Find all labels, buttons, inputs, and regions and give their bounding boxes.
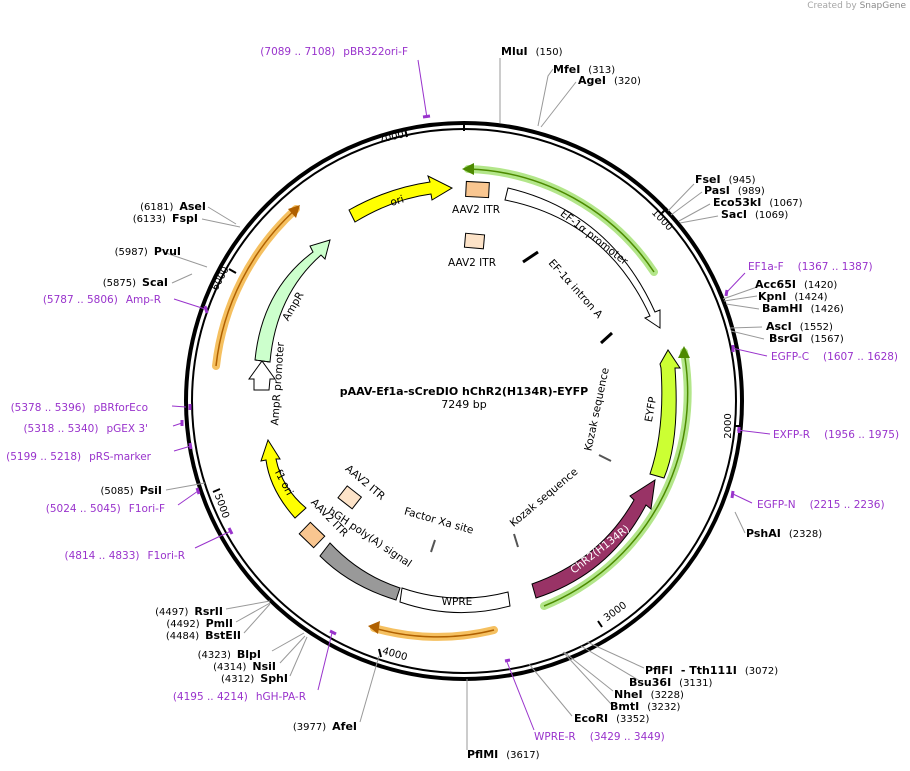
tick-label-7000: 7000 <box>378 130 405 146</box>
credit-prefix: Created by <box>807 1 857 11</box>
site-afei: (3977)AfeI <box>293 720 357 733</box>
primer-ef1a-f: EF1a-F(1367 .. 1387) <box>748 261 873 273</box>
hgh-polya-feature <box>319 542 401 601</box>
primer-egfp-n: EGFP-N(2215 .. 2236) <box>757 499 885 511</box>
kozak-1-label: Kozak sequence <box>582 367 611 452</box>
factor-xa-mark <box>430 539 436 553</box>
ori-label: ori <box>389 193 406 208</box>
tick-label-1000: 1000 <box>649 207 675 233</box>
chr2-feature <box>531 478 656 599</box>
primer-leaders <box>171 59 771 731</box>
position-ticks <box>212 122 742 658</box>
orf-arc-top-head <box>462 163 474 175</box>
tick-label-2000: 2000 <box>723 413 734 438</box>
ampr-promoter-feature <box>248 360 276 391</box>
kozak-2-mark <box>513 533 519 548</box>
orf-arc-ampr-line <box>215 208 297 367</box>
site-rsrii: (4497)RsrII <box>155 605 223 618</box>
site-bsu36i: Bsu36I(3131) <box>629 676 713 689</box>
ampr-feature <box>254 239 331 363</box>
site-ecori: EcoRI(3352) <box>574 712 650 725</box>
site-agei: AgeI(320) <box>578 74 641 87</box>
wpre-label: WPRE <box>442 596 473 608</box>
itr-bottom-2 <box>298 521 326 549</box>
itr-top-2 <box>463 232 486 250</box>
site-bsteii: (4484)BstEII <box>166 629 241 642</box>
site-sphi: (4312)SphI <box>221 672 288 685</box>
primer-pbrforeco: (5378 .. 5396)pBRforEco <box>11 402 148 414</box>
site-pflmi: PflMI(3617) <box>467 748 540 761</box>
factor-xa-label: Factor Xa site <box>403 506 475 537</box>
wpre-feature <box>399 587 511 614</box>
site-pasi: PasI(989) <box>704 184 765 197</box>
site-bamhi: BamHI(1426) <box>762 302 844 315</box>
site-leaders <box>162 58 765 750</box>
site-blpi: (4323)BlpI <box>198 648 261 661</box>
primer-egfp-c: EGFP-C(1607 .. 1628) <box>771 351 898 363</box>
ef1a-promoter-label: EF-1α promoter <box>558 208 631 268</box>
site-fsei: FseI(945) <box>695 173 756 186</box>
site-pshai: PshAI(2328) <box>746 527 822 540</box>
primer-marks <box>180 114 741 663</box>
orf-arc-bottom-line <box>373 627 495 638</box>
site-pvui: (5987)PvuI <box>115 245 181 258</box>
ef1a-intron-end <box>599 331 614 345</box>
ef1a-intron-bar <box>527 254 610 340</box>
primer-pgex-3: (5318 .. 5340)pGEX 3' <box>23 423 148 435</box>
site-psii: (5085)PsiI <box>100 484 162 497</box>
site-acc65i: Acc65I(1420) <box>755 278 837 291</box>
site-eco53ki: Eco53kI(1067) <box>713 196 803 209</box>
site-nsii: (4314)NsiI <box>213 660 276 673</box>
eyfp-feature <box>649 349 681 479</box>
primer-f1ori-r: (4814 .. 4833)F1ori-R <box>65 550 185 562</box>
site-bmti: BmtI(3232) <box>610 700 681 713</box>
snapgene-credit: Created by SnapGene <box>807 1 906 11</box>
kozak-2-label: Kozak sequence <box>508 466 581 530</box>
site-nhei: NheI(3228) <box>614 688 684 701</box>
orf-arc-right-line <box>543 351 689 607</box>
primer-exfp-r: EXFP-R(1956 .. 1975) <box>773 429 899 441</box>
itr-top-1-label: AAV2 ITR <box>452 204 500 216</box>
orf-arc-right-head <box>678 346 690 358</box>
site-scai: (5875)ScaI <box>103 276 168 289</box>
plasmid-length: 7249 bp <box>441 398 486 411</box>
primer-pbr322ori-f: (7089 .. 7108)pBR322ori-F <box>260 46 408 58</box>
orf-arc-top-line <box>467 168 655 273</box>
ori-feature <box>348 175 454 223</box>
snapgene-brand: SnapGene <box>859 1 906 11</box>
site-kpni: KpnI(1424) <box>758 290 828 303</box>
primer-f1ori-f: (5024 .. 5045)F1ori-F <box>46 503 165 515</box>
site-fspi: (6133)FspI <box>133 212 198 225</box>
ampr-promoter-label: AmpR promoter <box>269 341 287 426</box>
site-mlui: MluI(150) <box>501 45 563 58</box>
tick-label-5000: 5000 <box>212 492 231 520</box>
ampr-promoter-overlap <box>254 359 271 363</box>
site-saci: SacI(1069) <box>721 208 788 221</box>
ef1a-promoter-feature <box>504 187 661 329</box>
primer-hgh-pa-r: (4195 .. 4214)hGH-PA-R <box>173 691 306 703</box>
itr-top-1 <box>465 180 490 199</box>
orf-arc-bottom-head <box>368 621 380 634</box>
orf-arc-ampr-head <box>288 205 300 218</box>
eyfp-label: EYFP <box>643 396 659 423</box>
site-asei: (6181)AseI <box>140 200 206 213</box>
primer-amp-r: (5787 .. 5806)Amp-R <box>43 294 161 306</box>
itr-bottom-1 <box>337 485 363 510</box>
site-pflfi: PflFI- Tth111I(3072) <box>645 664 778 677</box>
kozak-1-mark <box>598 454 612 462</box>
itr-top-2-label: AAV2 ITR <box>448 257 496 269</box>
primer-wpre-r: WPRE-R(3429 .. 3449) <box>534 731 665 743</box>
site-pmli: (4492)PmlI <box>166 617 233 630</box>
ef1a-intron-label: EF-1α intron A <box>546 257 605 321</box>
site-mfei: MfeI(313) <box>553 63 615 76</box>
primer-prs-marker: (5199 .. 5218)pRS-marker <box>6 451 152 463</box>
site-bsrgi: BsrGI(1567) <box>769 332 844 345</box>
site-asci: AscI(1552) <box>766 320 833 333</box>
ef1a-intron-start <box>522 250 539 264</box>
f1-ori-feature <box>260 438 307 519</box>
plasmid-name: pAAV-Ef1a-sCreDIO hChR2(H134R)-EYFP <box>340 385 588 398</box>
